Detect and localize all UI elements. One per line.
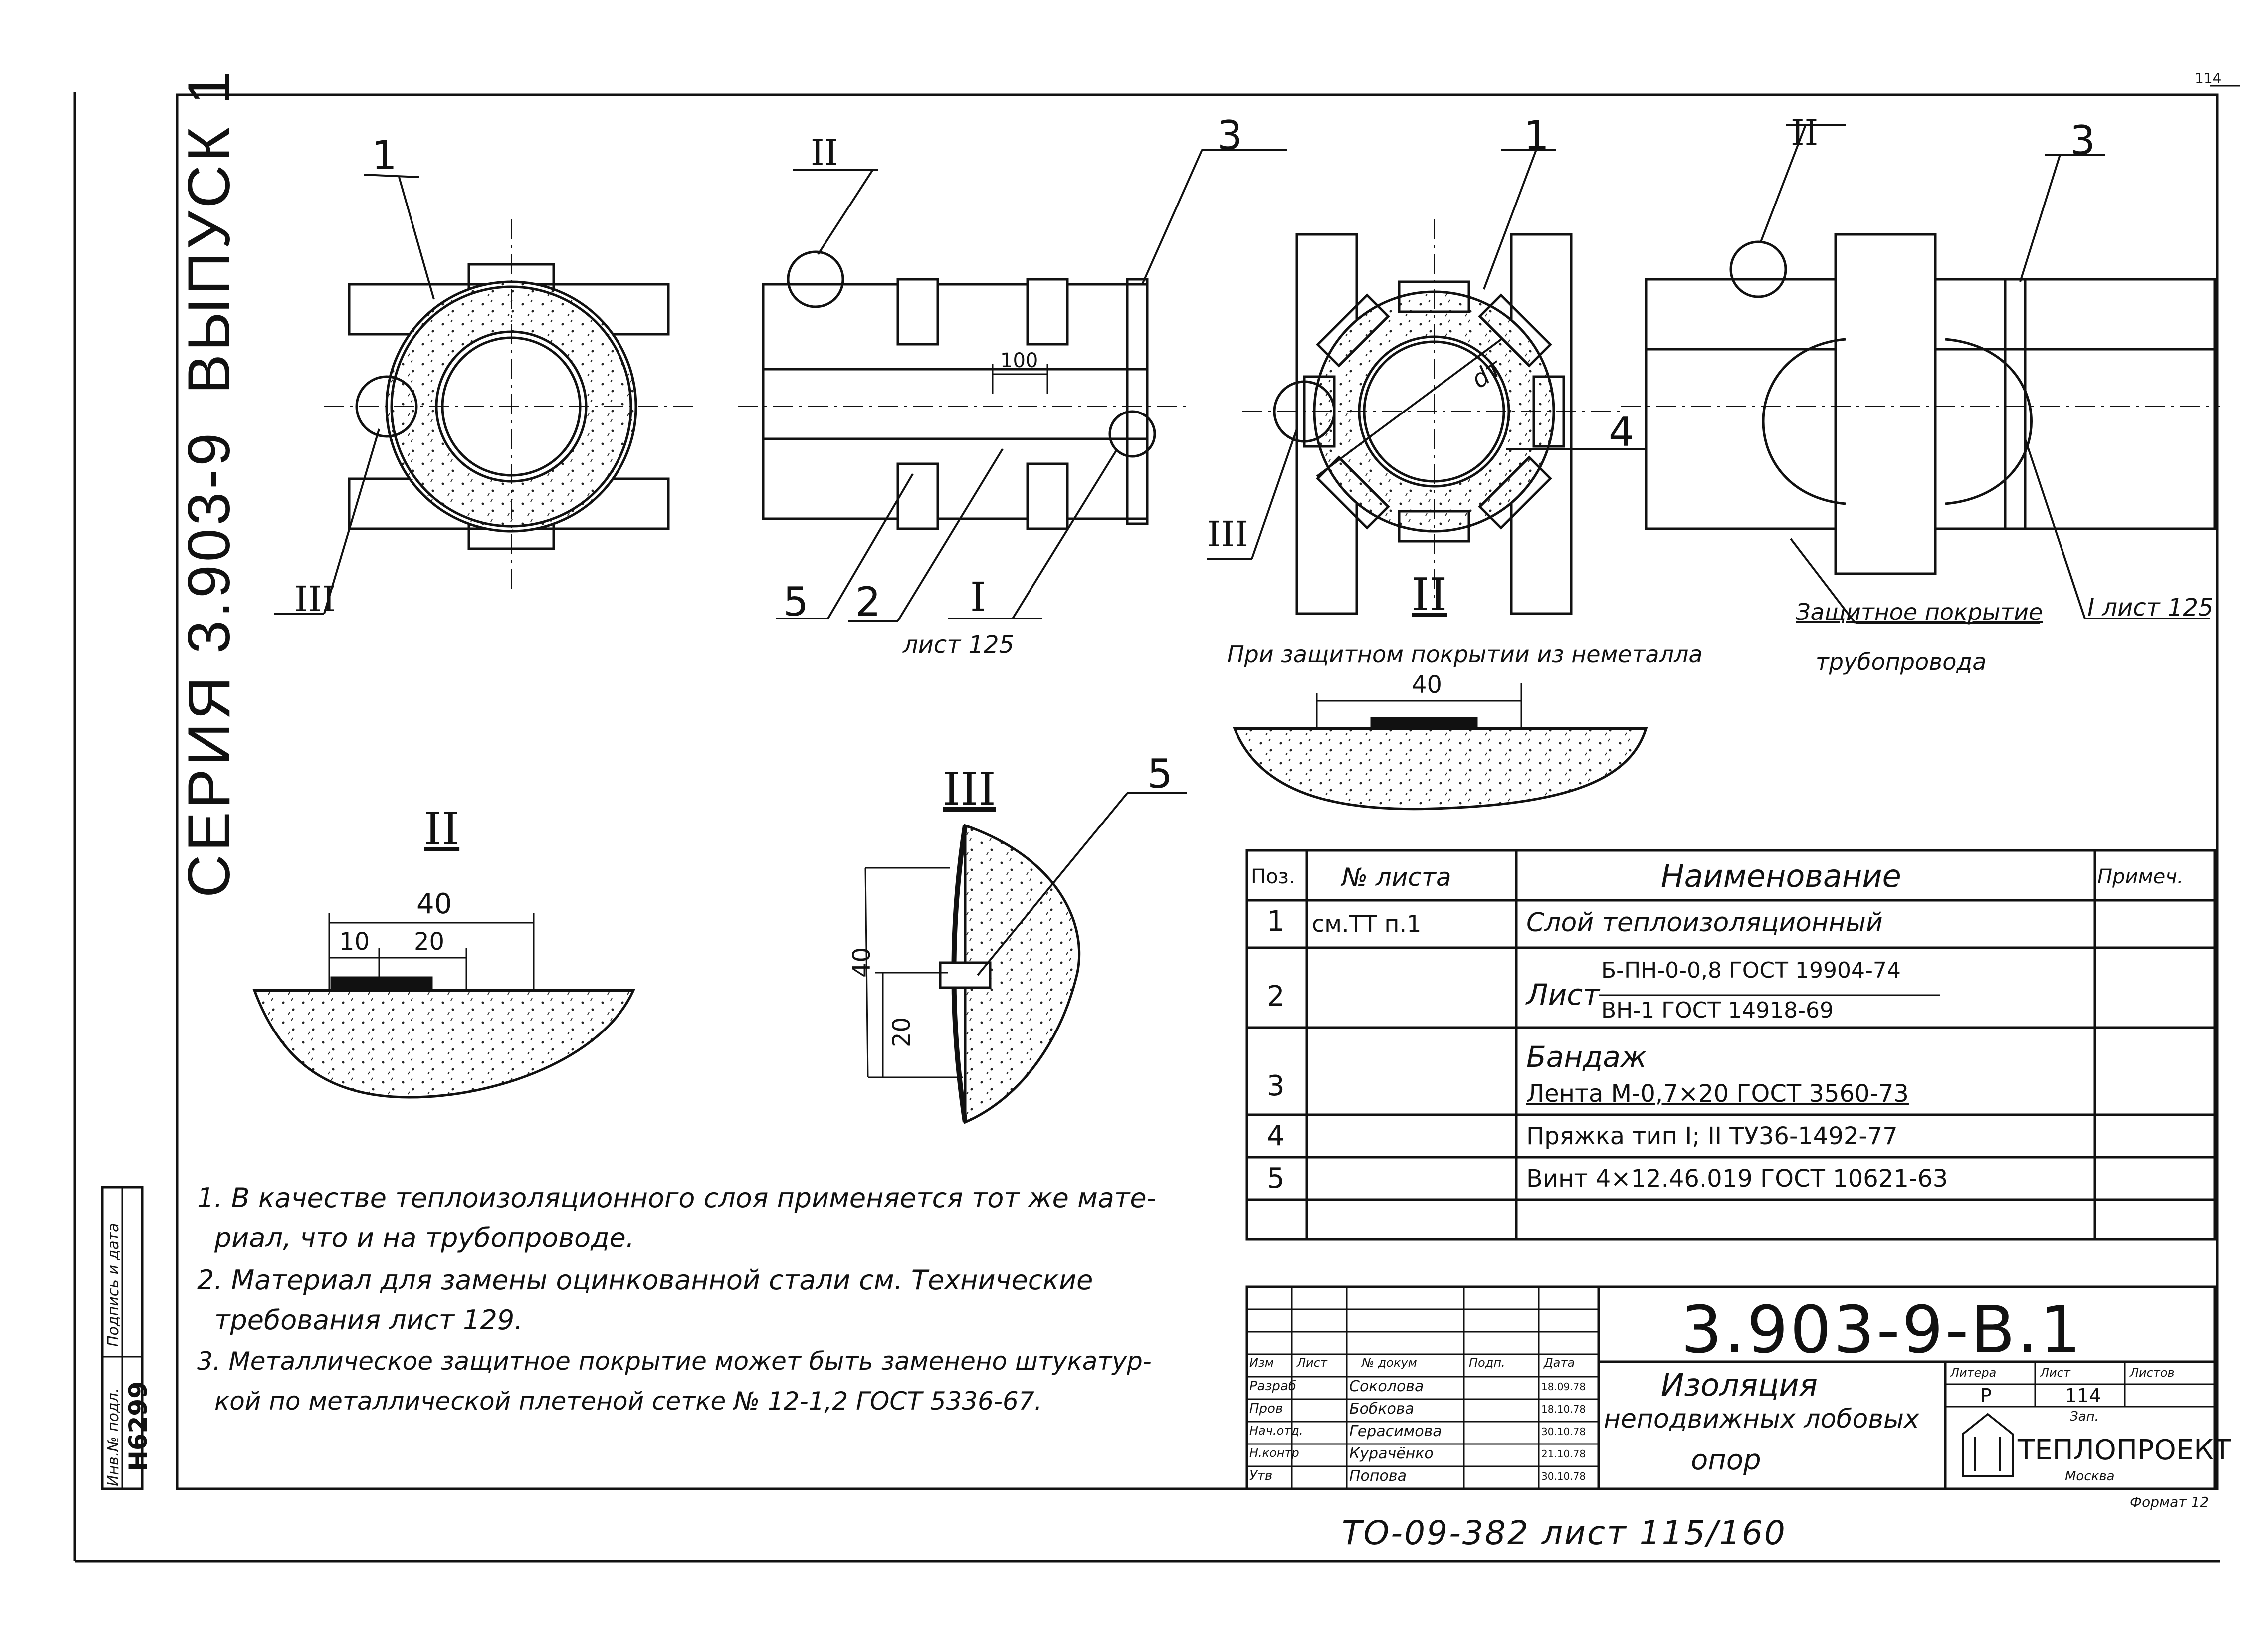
- detail-III-dim-b: 20: [888, 1017, 916, 1047]
- issue-label: ВЫПУСК 1: [176, 68, 242, 394]
- detail-II-left-dim-b: 20: [414, 928, 445, 956]
- tb-role-2: Пров: [1249, 1401, 1283, 1416]
- detail-III-dim-a: 40: [848, 947, 876, 978]
- spec-row-4-pos: 4: [1267, 1120, 1285, 1152]
- spec-row-4-name: Пряжка тип I; II ТУ36-1492-77: [1526, 1122, 1898, 1150]
- tb-head-list: Лист: [1297, 1356, 1327, 1370]
- detail-II-left-dim-total: 40: [416, 888, 452, 920]
- footer-handwritten: ТО-09-382 лист 115/160: [1342, 1514, 1787, 1552]
- v1-callout-1: 1: [372, 132, 397, 179]
- spec-row-3-pos: 3: [1267, 1070, 1285, 1102]
- tb-org-top: Зап.: [2070, 1409, 2099, 1424]
- spec-row-1-pos: 1: [1267, 905, 1285, 938]
- sign-date-label: Подпись и дата: [105, 1223, 122, 1347]
- tb-role-1: Разраб: [1249, 1379, 1296, 1394]
- title-line-3: опор: [1691, 1444, 1761, 1476]
- note-3-line1: 3. Металлическое защитное покрытие может…: [197, 1347, 1152, 1376]
- tb-date-1: 18.09.78: [1541, 1381, 1586, 1393]
- tb-org-bottom: Москва: [2065, 1469, 2115, 1484]
- tb-name-2: Бобкова: [1349, 1400, 1414, 1418]
- v2-callout-I: I: [970, 574, 986, 620]
- spec-row-5-pos: 5: [1267, 1162, 1285, 1195]
- note-3-line2: кой по металлической плетеной сетке № 12…: [214, 1387, 1042, 1416]
- spec-row-2-pos: 2: [1267, 980, 1285, 1013]
- detail-II-left-title: II: [424, 803, 460, 855]
- top-right-mark: 114: [2195, 70, 2222, 86]
- tb-head-doc: № докум: [1362, 1356, 1417, 1370]
- v2-sheet-ref: лист 125: [903, 631, 1015, 659]
- tb-name-3: Герасимова: [1349, 1423, 1442, 1440]
- tb-date-2: 18.10.78: [1541, 1403, 1586, 1415]
- spec-header-sheet: № листа: [1342, 863, 1451, 892]
- tb-head-izm: Изм: [1249, 1356, 1274, 1370]
- tb-head-sign: Подп.: [1469, 1356, 1505, 1370]
- v1-callout-III: III: [294, 579, 336, 619]
- spec-header-name: Наименование: [1661, 858, 1901, 894]
- tb-stage-label: Литера: [1950, 1366, 1997, 1380]
- v3-callout-1: 1: [1524, 112, 1549, 159]
- note-1-line1: 1. В качестве теплоизоляционного слоя пр…: [197, 1182, 1157, 1214]
- tb-sheet: 114: [2065, 1385, 2101, 1407]
- v3-callout-4: 4: [1609, 409, 1634, 455]
- title-line-2: неподвижных лобовых: [1604, 1404, 1919, 1434]
- inv-label: Инв.№ подл.: [105, 1388, 122, 1486]
- tb-org: ТЕПЛОПРОЕКТ: [2018, 1434, 2231, 1466]
- spec-header-pos: Поз.: [1251, 865, 1295, 888]
- tb-sheet-label: Лист: [2040, 1366, 2070, 1380]
- v4-note-line2: трубопровода: [1816, 648, 1987, 675]
- v2-callout-2: 2: [855, 579, 881, 625]
- spec-row-3-name2: Лента М-0,7×20 ГОСТ 3560-73: [1526, 1080, 1909, 1108]
- tb-head-date: Дата: [1544, 1356, 1575, 1370]
- tb-role-5: Утв: [1249, 1468, 1273, 1483]
- tb-stage: Р: [1980, 1385, 1992, 1407]
- v4-note-line1: Защитное покрытие: [1796, 599, 2043, 625]
- tb-name-4: Курачёнко: [1349, 1445, 1434, 1462]
- tb-date-4: 21.10.78: [1541, 1448, 1586, 1460]
- detail-II-right-subtitle: При защитном покрытии из неметалла: [1227, 641, 1703, 668]
- v2-dim-100: 100: [1000, 349, 1038, 372]
- spec-header-note: Примеч.: [2097, 865, 2184, 888]
- spec-row-2-prefix: Лист: [1526, 978, 1600, 1012]
- spec-row-2-top: Б-ПН-0-0,8 ГОСТ 19904-74: [1601, 958, 1901, 983]
- spec-row-3-name: Бандаж: [1526, 1040, 1647, 1074]
- spec-row-2-bottom: ВН-1 ГОСТ 14918-69: [1601, 998, 1834, 1023]
- v2-callout-II: II: [811, 132, 838, 173]
- tb-date-3: 30.10.78: [1541, 1426, 1586, 1438]
- title-line-1: Изоляция: [1661, 1367, 1818, 1403]
- v2-callout-3: 3: [1217, 112, 1242, 159]
- outer-frame: [176, 93, 2219, 1490]
- series-label: СЕРИЯ 3.903-9: [176, 430, 242, 898]
- detail-II-right-dim: 40: [1412, 671, 1443, 699]
- detail-II-left-dim-a: 10: [339, 928, 370, 956]
- v4-callout-3: 3: [2070, 117, 2095, 164]
- tb-sheets-label: Листов: [2130, 1366, 2175, 1380]
- detail-III-callout-5: 5: [1147, 751, 1173, 797]
- inv-number: Н6299: [124, 1381, 153, 1471]
- tb-format: Формат 12: [2130, 1494, 2209, 1510]
- note-1-line2: риал, что и на трубопроводе.: [214, 1222, 634, 1253]
- v4-callout-I-sheet: I лист 125: [2087, 594, 2214, 621]
- note-2-line1: 2. Материал для замены оцинкованной стал…: [197, 1264, 1093, 1296]
- v4-callout-II: II: [1791, 112, 1819, 153]
- tb-name-1: Соколова: [1349, 1378, 1424, 1395]
- tb-role-3: Нач.отд.: [1249, 1424, 1303, 1438]
- tb-role-4: Н.контр: [1249, 1446, 1299, 1460]
- drawing-code: 3.903-9-В.1: [1681, 1292, 2083, 1368]
- spec-row-5-name: Винт 4×12.46.019 ГОСТ 10621-63: [1526, 1165, 1948, 1193]
- spec-row-1-sheet: см.ТТ п.1: [1312, 910, 1422, 937]
- detail-III-title: III: [943, 763, 996, 816]
- note-2-line2: требования лист 129.: [214, 1304, 523, 1336]
- spec-row-1-name: Слой теплоизоляционный: [1526, 908, 1883, 938]
- v3-callout-III: III: [1207, 514, 1248, 555]
- tb-date-5: 30.10.78: [1541, 1470, 1586, 1482]
- v2-callout-5: 5: [783, 579, 809, 625]
- detail-II-right-title: II: [1412, 569, 1447, 621]
- tb-name-5: Попова: [1349, 1467, 1407, 1485]
